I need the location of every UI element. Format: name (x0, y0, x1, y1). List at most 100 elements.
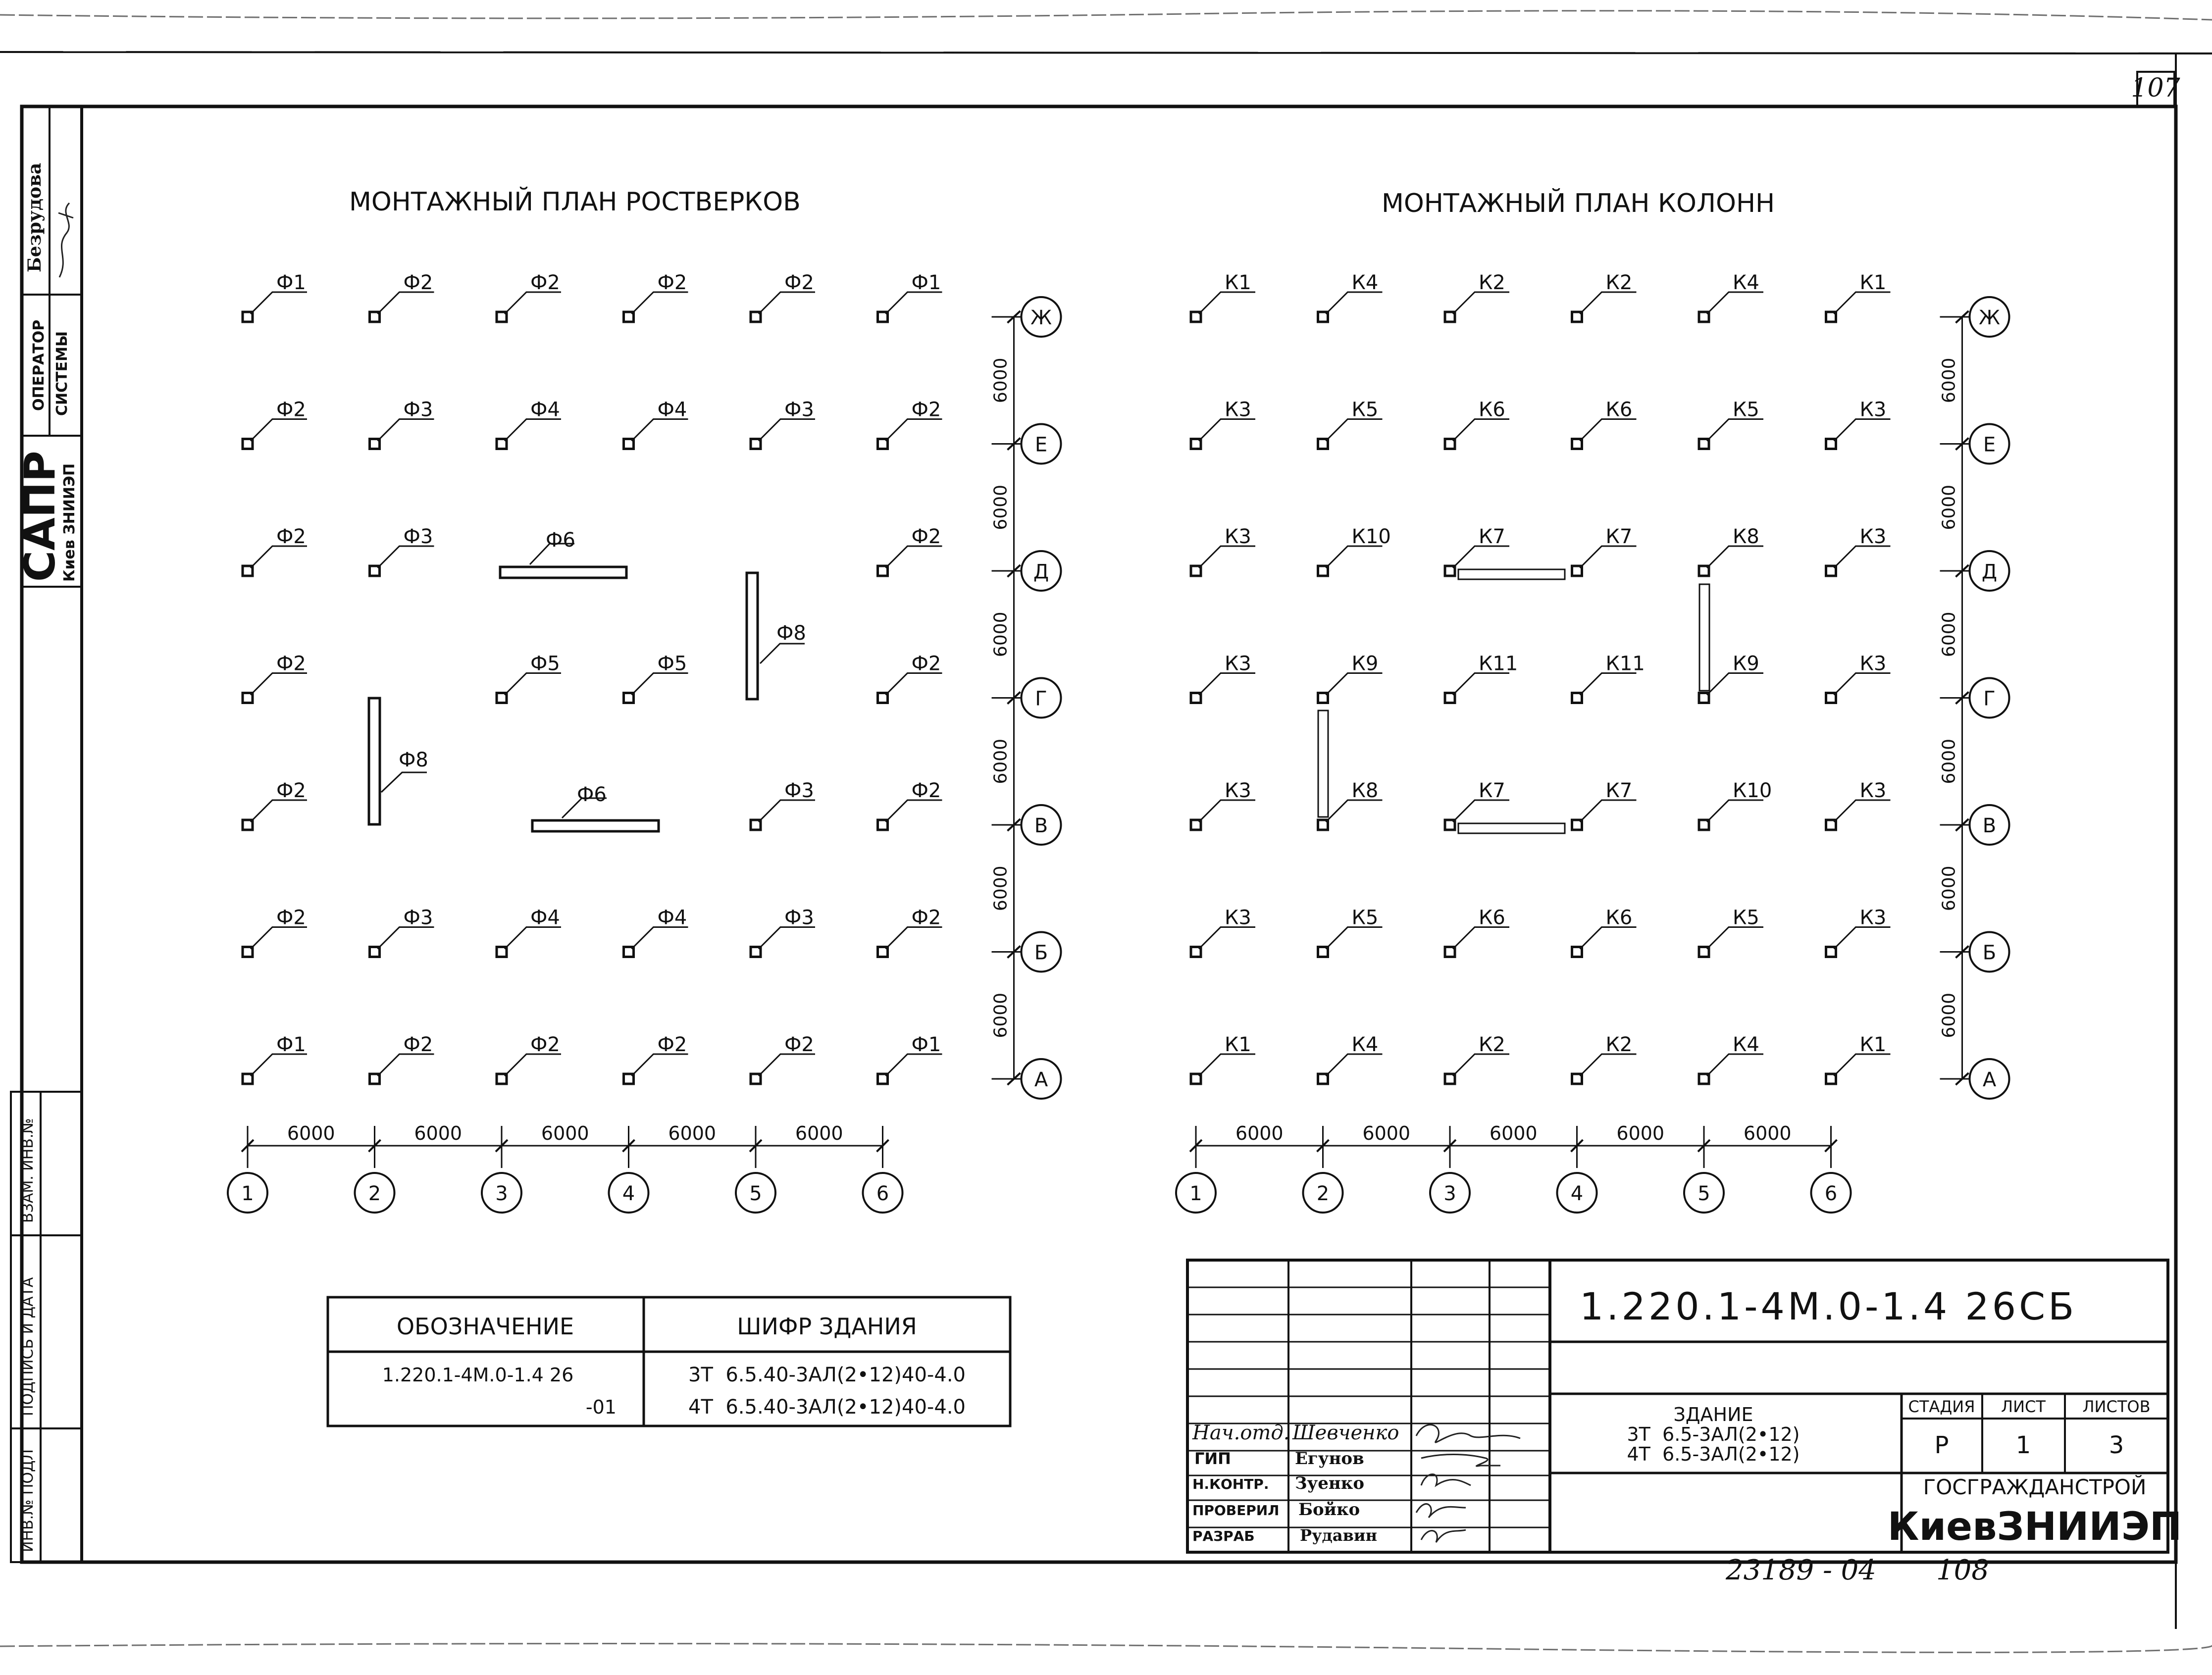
leader-line (377, 926, 434, 950)
leader-line (1579, 1053, 1637, 1077)
element-marker (876, 946, 889, 958)
dim-tick (368, 1139, 381, 1153)
sig-role-2: ГИП (1194, 1449, 1231, 1468)
element-label: К3 (1225, 779, 1251, 802)
col-axis-label: 3 (495, 1182, 508, 1205)
element-label: К11 (1606, 653, 1645, 675)
row-axis-label: Д (1033, 560, 1049, 583)
vertical-dim-value: 6000 (991, 865, 1011, 911)
element-marker (241, 310, 254, 323)
element-marker (622, 692, 635, 704)
leader-line (1579, 672, 1637, 696)
element-marker (1443, 438, 1456, 450)
crossbar (1457, 822, 1566, 834)
row-axis-bubble (1968, 1058, 2010, 1100)
element-label: Ф2 (912, 779, 941, 802)
leader-line (1198, 418, 1255, 442)
vertical-dim-value: 6000 (1939, 865, 1959, 911)
title-block (1186, 1259, 2169, 1554)
element-marker (1825, 564, 1837, 577)
dim-tick (749, 1139, 763, 1153)
element-marker (1443, 692, 1456, 704)
leader-line (758, 1053, 815, 1077)
element-marker (1317, 1072, 1329, 1085)
sig-name-4: Бойко (1298, 1500, 1360, 1520)
element-label: К1 (1860, 271, 1887, 294)
element-marker (1443, 564, 1456, 577)
row-axis-bubble (1968, 804, 2010, 846)
leader-line (1579, 926, 1637, 950)
dim-tick (1955, 1072, 1969, 1086)
element-label: К1 (1225, 271, 1251, 294)
leader-line (1452, 1053, 1509, 1077)
element-marker (622, 438, 635, 450)
leader-line (1198, 672, 1255, 696)
leader-line (1198, 545, 1255, 569)
element-label: К4 (1352, 1033, 1379, 1056)
col-axis-label: 5 (1698, 1182, 1710, 1205)
leader-line (1706, 672, 1763, 696)
element-marker (1189, 1072, 1202, 1085)
element-label: Ф2 (404, 271, 433, 294)
leader-line (250, 291, 307, 315)
dim-tick (1007, 945, 1021, 959)
element-marker (241, 1072, 254, 1085)
leader-line (1579, 545, 1637, 569)
stamp-sapr: САПР (15, 451, 65, 582)
element-label: Ф2 (658, 271, 687, 294)
beam-f8-right (745, 571, 759, 701)
sig-name-2: Егунов (1295, 1449, 1364, 1469)
element-label: Ф4 (658, 399, 687, 421)
leader-line (1325, 799, 1383, 823)
leader-line (1452, 291, 1509, 315)
designation-table (326, 1296, 1012, 1427)
col-axis-bubble (1175, 1172, 1217, 1214)
leader-line (1706, 799, 1763, 823)
leader-line (250, 545, 307, 569)
vertical-dim-value: 6000 (991, 993, 1011, 1038)
leader-line (1833, 672, 1891, 696)
element-marker (1317, 310, 1329, 323)
leader-line (885, 926, 942, 950)
row-axis-label: А (1983, 1068, 1997, 1091)
vertical-dim-value: 6000 (991, 739, 1011, 784)
element-marker (368, 564, 381, 577)
element-label: Ф3 (784, 779, 814, 802)
element-label: Ф3 (404, 525, 433, 548)
leader-line (1452, 799, 1509, 823)
element-label: К3 (1225, 525, 1251, 548)
element-label: К3 (1860, 525, 1887, 548)
sheet-number-bottom: 108 (1936, 1554, 1989, 1586)
leader-line (1198, 1053, 1255, 1077)
leader-line (1579, 799, 1637, 823)
stamp-name: Безрудова (24, 163, 45, 272)
element-marker (1571, 946, 1583, 958)
element-label: Ф3 (784, 907, 814, 929)
element-label: К1 (1860, 1033, 1887, 1056)
leader-line (631, 418, 688, 442)
element-label: Ф3 (404, 907, 433, 929)
element-label: Ф2 (530, 1033, 560, 1056)
element-label: К6 (1479, 399, 1505, 421)
leader-line (1452, 418, 1509, 442)
leader-line (1706, 418, 1763, 442)
dim-tick (1570, 1139, 1584, 1153)
stamp-signature (58, 202, 74, 278)
leader-line (1833, 799, 1891, 823)
stamp-vzam-inv: ВЗАМ. ИНВ.№ (19, 1118, 37, 1223)
element-label: Ф5 (530, 653, 560, 675)
crossbar (1457, 568, 1566, 580)
org-main: КиевЗНИИЭП (1888, 1505, 2182, 1549)
table-cipher-1: 3Т 6.5.40-3АЛ(2•12)40-4.0 (688, 1364, 966, 1386)
element-marker (495, 946, 508, 958)
row-axis-bubble (1020, 423, 1062, 465)
col-axis-bubble (481, 1172, 522, 1214)
element-marker (622, 946, 635, 958)
table-designation-1: 1.220.1-4М.0-1.4 26 (382, 1364, 574, 1386)
element-marker (241, 564, 254, 577)
col-axis-bubble (227, 1172, 268, 1214)
element-label: Ф2 (276, 525, 306, 548)
element-marker (1825, 946, 1837, 958)
element-label: К1 (1225, 1033, 1251, 1056)
col-axis-label: 1 (241, 1182, 254, 1205)
